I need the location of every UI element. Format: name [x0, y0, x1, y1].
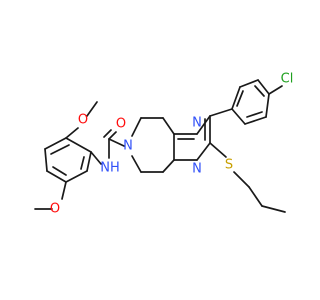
chlorine-label: Cl [281, 72, 294, 87]
methoxy-oxygen-bottom-label: O [50, 202, 60, 217]
sulfur-label: S [225, 158, 233, 173]
atom-labels: Cl O NH N N N S O O [50, 72, 293, 217]
methoxy-oxygen-top-label: O [78, 113, 88, 128]
carbonyl-oxygen-label: O [116, 117, 126, 132]
piperidine-nitrogen-label: N [123, 139, 133, 154]
bond-lines [34, 79, 286, 213]
molecule-structure: Cl O NH N N N S O O [34, 72, 293, 217]
amide-nh-label: NH [100, 161, 120, 176]
imidazole-nitrogen-lower-label: N [192, 162, 202, 177]
imidazole-nitrogen-upper-label: N [192, 116, 202, 131]
